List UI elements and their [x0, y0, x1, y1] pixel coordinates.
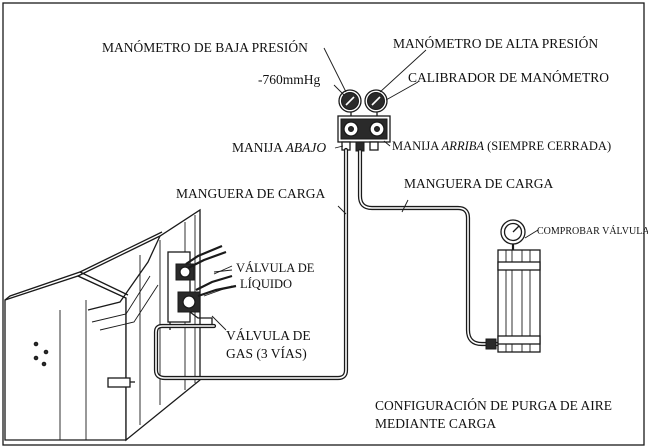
caption-line1: CONFIGURACIÓN DE PURGA DE AIRE: [375, 398, 612, 413]
label-liquid-valve-line2: LÍQUIDO: [240, 277, 292, 291]
leader-lines: [211, 47, 427, 331]
label-gas-valve-line2: GAS (3 VÍAS): [226, 346, 307, 361]
refrigerant-cylinder: [497, 219, 541, 353]
service-valves: [167, 244, 237, 330]
label-handle-up: MANIJA ARRIBA (SIEMPRE CERRADA): [392, 139, 611, 153]
label-vacuum-reading: -760mmHg: [258, 72, 320, 87]
label-handle-down: MANIJA ABAJO: [232, 140, 326, 155]
caption-line2: MEDIANTE CARGA: [375, 416, 496, 431]
manifold-gauge-set: [337, 89, 391, 152]
label-gauge-calibrator: CALIBRADOR DE MANÓMETRO: [408, 70, 609, 85]
charging-hose-left: [153, 147, 349, 381]
label-charging-hose-left: MANGUERA DE CARGA: [176, 186, 326, 201]
label-gas-valve-line1: VÁLVULA DE: [226, 328, 311, 343]
label-liquid-valve-line1: VÁLVULA DE: [236, 261, 315, 275]
label-check-valves: COMPROBAR VÁLVULAS: [537, 225, 648, 237]
label-low-pressure-gauge: MANÓMETRO DE BAJA PRESIÓN: [102, 40, 308, 55]
label-charging-hose-right: MANGUERA DE CARGA: [404, 176, 554, 191]
charging-hose-right: [357, 148, 503, 350]
label-high-pressure-gauge: MANÓMETRO DE ALTA PRESIÓN: [393, 36, 598, 51]
